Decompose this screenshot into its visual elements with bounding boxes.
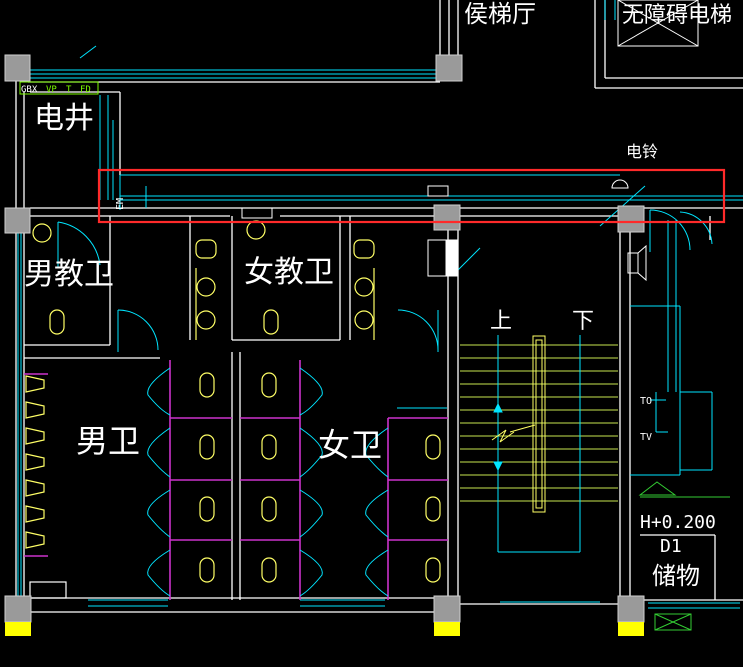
toilet-fixtures: [25, 220, 441, 599]
floor-level-label: H+0.200: [640, 512, 716, 533]
equipment: [19, 81, 730, 631]
column-footings: [5, 622, 644, 636]
to-outlet-tag: TO: [640, 396, 652, 407]
womens-wc-label: 女卫: [318, 426, 382, 464]
em-tag: EM: [115, 198, 126, 210]
shaft-tag-vp: VP: [46, 85, 57, 95]
shaft-tag-t: T: [66, 85, 72, 95]
cyan-lines: [17, 45, 743, 609]
doorbell-label: 电铃: [626, 142, 658, 161]
womens-staff-wc-label: 女教卫: [244, 255, 334, 290]
stair-down-label: 下: [572, 309, 594, 334]
columns: [4, 54, 645, 623]
stall-doors: [147, 367, 447, 597]
wc-column-left: [199, 372, 215, 583]
toilet-partitions: [24, 360, 448, 600]
elevator-car: [604, 0, 699, 47]
urinals: [25, 375, 45, 549]
mens-staff-wc-label: 男教卫: [24, 257, 114, 292]
wc-column-middle: [261, 372, 277, 583]
wc-column-right: [425, 434, 441, 583]
room-code-label: D1: [660, 536, 682, 557]
accessible-elevator-label: 无障碍电梯: [622, 3, 732, 28]
waiting-hall-label: 侯梯厅: [464, 0, 536, 28]
shaft-tag-fd: FD: [80, 85, 91, 95]
electrical-shaft-label: 电井: [34, 101, 94, 136]
tv-outlet-tag: TV: [640, 432, 652, 443]
highlight-box: [97, 168, 726, 224]
storage-label: 储物: [652, 562, 700, 590]
shaft-tag-gbx: GBX: [21, 85, 38, 95]
stair-up-label: 上: [490, 309, 512, 334]
stair: [460, 335, 618, 553]
mens-wc-label: 男卫: [76, 422, 140, 460]
